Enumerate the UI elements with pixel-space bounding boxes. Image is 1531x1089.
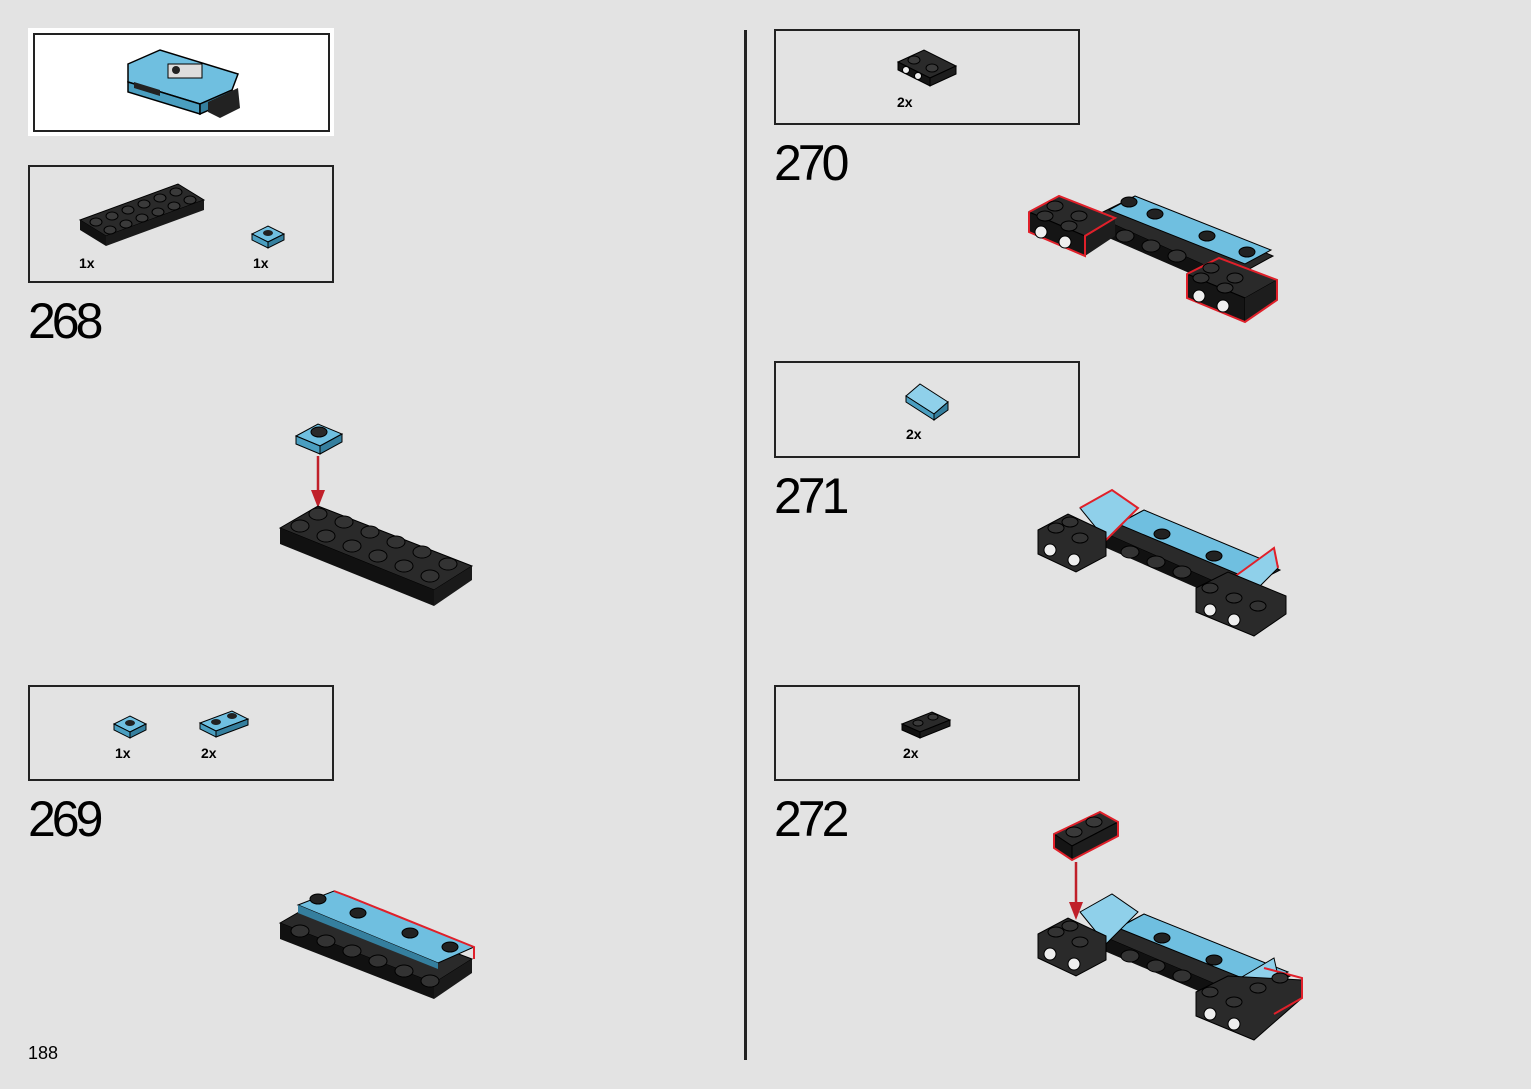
page-divider xyxy=(744,30,747,1060)
plate-1x2-blue-icon xyxy=(198,709,254,741)
step-272-number: 272 xyxy=(774,794,845,844)
step-272-assembly-image xyxy=(1034,808,1306,1050)
bracket-black-icon xyxy=(894,48,960,88)
step-269-parts-box xyxy=(28,685,334,781)
step-268-assembly-image xyxy=(278,418,478,613)
page-number: 188 xyxy=(28,1043,58,1064)
subassembly-model-image xyxy=(120,42,250,122)
step-270-part-1-qty: 2x xyxy=(897,94,913,110)
step-269-number: 269 xyxy=(28,794,99,844)
plate-2x6-black-icon xyxy=(78,180,208,250)
step-268-part-2-qty: 1x xyxy=(253,255,269,271)
plate-1x1-blue-icon xyxy=(250,224,290,252)
step-269-part-2-qty: 2x xyxy=(201,745,217,761)
step-269-part-1-qty: 1x xyxy=(115,745,131,761)
step-271-number: 271 xyxy=(774,471,845,521)
step-268-number: 268 xyxy=(28,296,99,346)
step-269-assembly-image xyxy=(278,883,478,1003)
step-271-part-1-qty: 2x xyxy=(906,426,922,442)
slope-blue-icon xyxy=(902,380,952,422)
step-272-part-1-qty: 2x xyxy=(903,745,919,761)
plate-1x2-black-icon xyxy=(900,710,954,742)
step-270-assembly-image xyxy=(1025,188,1285,330)
plate-1x1-blue-icon xyxy=(112,714,152,742)
step-271-assembly-image xyxy=(1034,484,1290,644)
step-268-part-1-qty: 1x xyxy=(79,255,95,271)
step-270-number: 270 xyxy=(774,138,845,188)
